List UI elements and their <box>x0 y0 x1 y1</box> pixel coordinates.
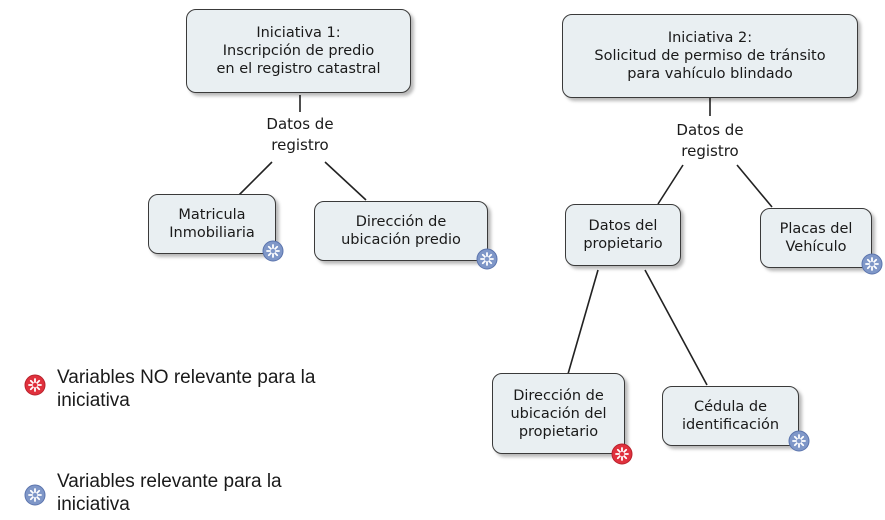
legend-not-relevant-icon <box>24 374 46 396</box>
not-relevant-icon <box>611 443 633 465</box>
node-iniciativa-2: Iniciativa 2: Solicitud de permiso de tr… <box>562 14 858 98</box>
node-iniciativa-1: Iniciativa 1: Inscripción de predio en e… <box>186 9 411 93</box>
legend-not-relevant-label: Variables NO relevante para la iniciativ… <box>57 367 316 411</box>
relevant-icon <box>262 240 284 262</box>
legend-relevant-icon <box>24 484 46 506</box>
node-matricula-inmobiliaria: Matricula Inmobiliaria <box>148 194 276 254</box>
node-direccion-ubicacion-predio: Dirección de ubicación predio <box>314 201 488 261</box>
connector <box>324 161 367 201</box>
legend-relevant-label: Variables relevante para la iniciativa <box>57 471 282 515</box>
connector <box>567 269 599 375</box>
node-direccion-ubicacion-propietario: Dirección de ubicación del propietario <box>492 373 625 454</box>
relevant-icon <box>476 248 498 270</box>
link-label-datos-registro-1: Datos de registro <box>244 114 356 156</box>
node-cedula-identificacion: Cédula de identificación <box>662 386 799 446</box>
relevant-icon <box>788 430 810 452</box>
connector <box>736 164 773 208</box>
connector <box>235 161 273 199</box>
connector <box>657 164 684 205</box>
node-datos-propietario: Datos del propietario <box>565 204 681 266</box>
connector <box>644 269 708 386</box>
relevant-icon <box>861 253 883 275</box>
node-placas-vehiculo: Placas del Vehículo <box>760 208 872 268</box>
link-label-datos-registro-2: Datos de registro <box>654 120 766 162</box>
